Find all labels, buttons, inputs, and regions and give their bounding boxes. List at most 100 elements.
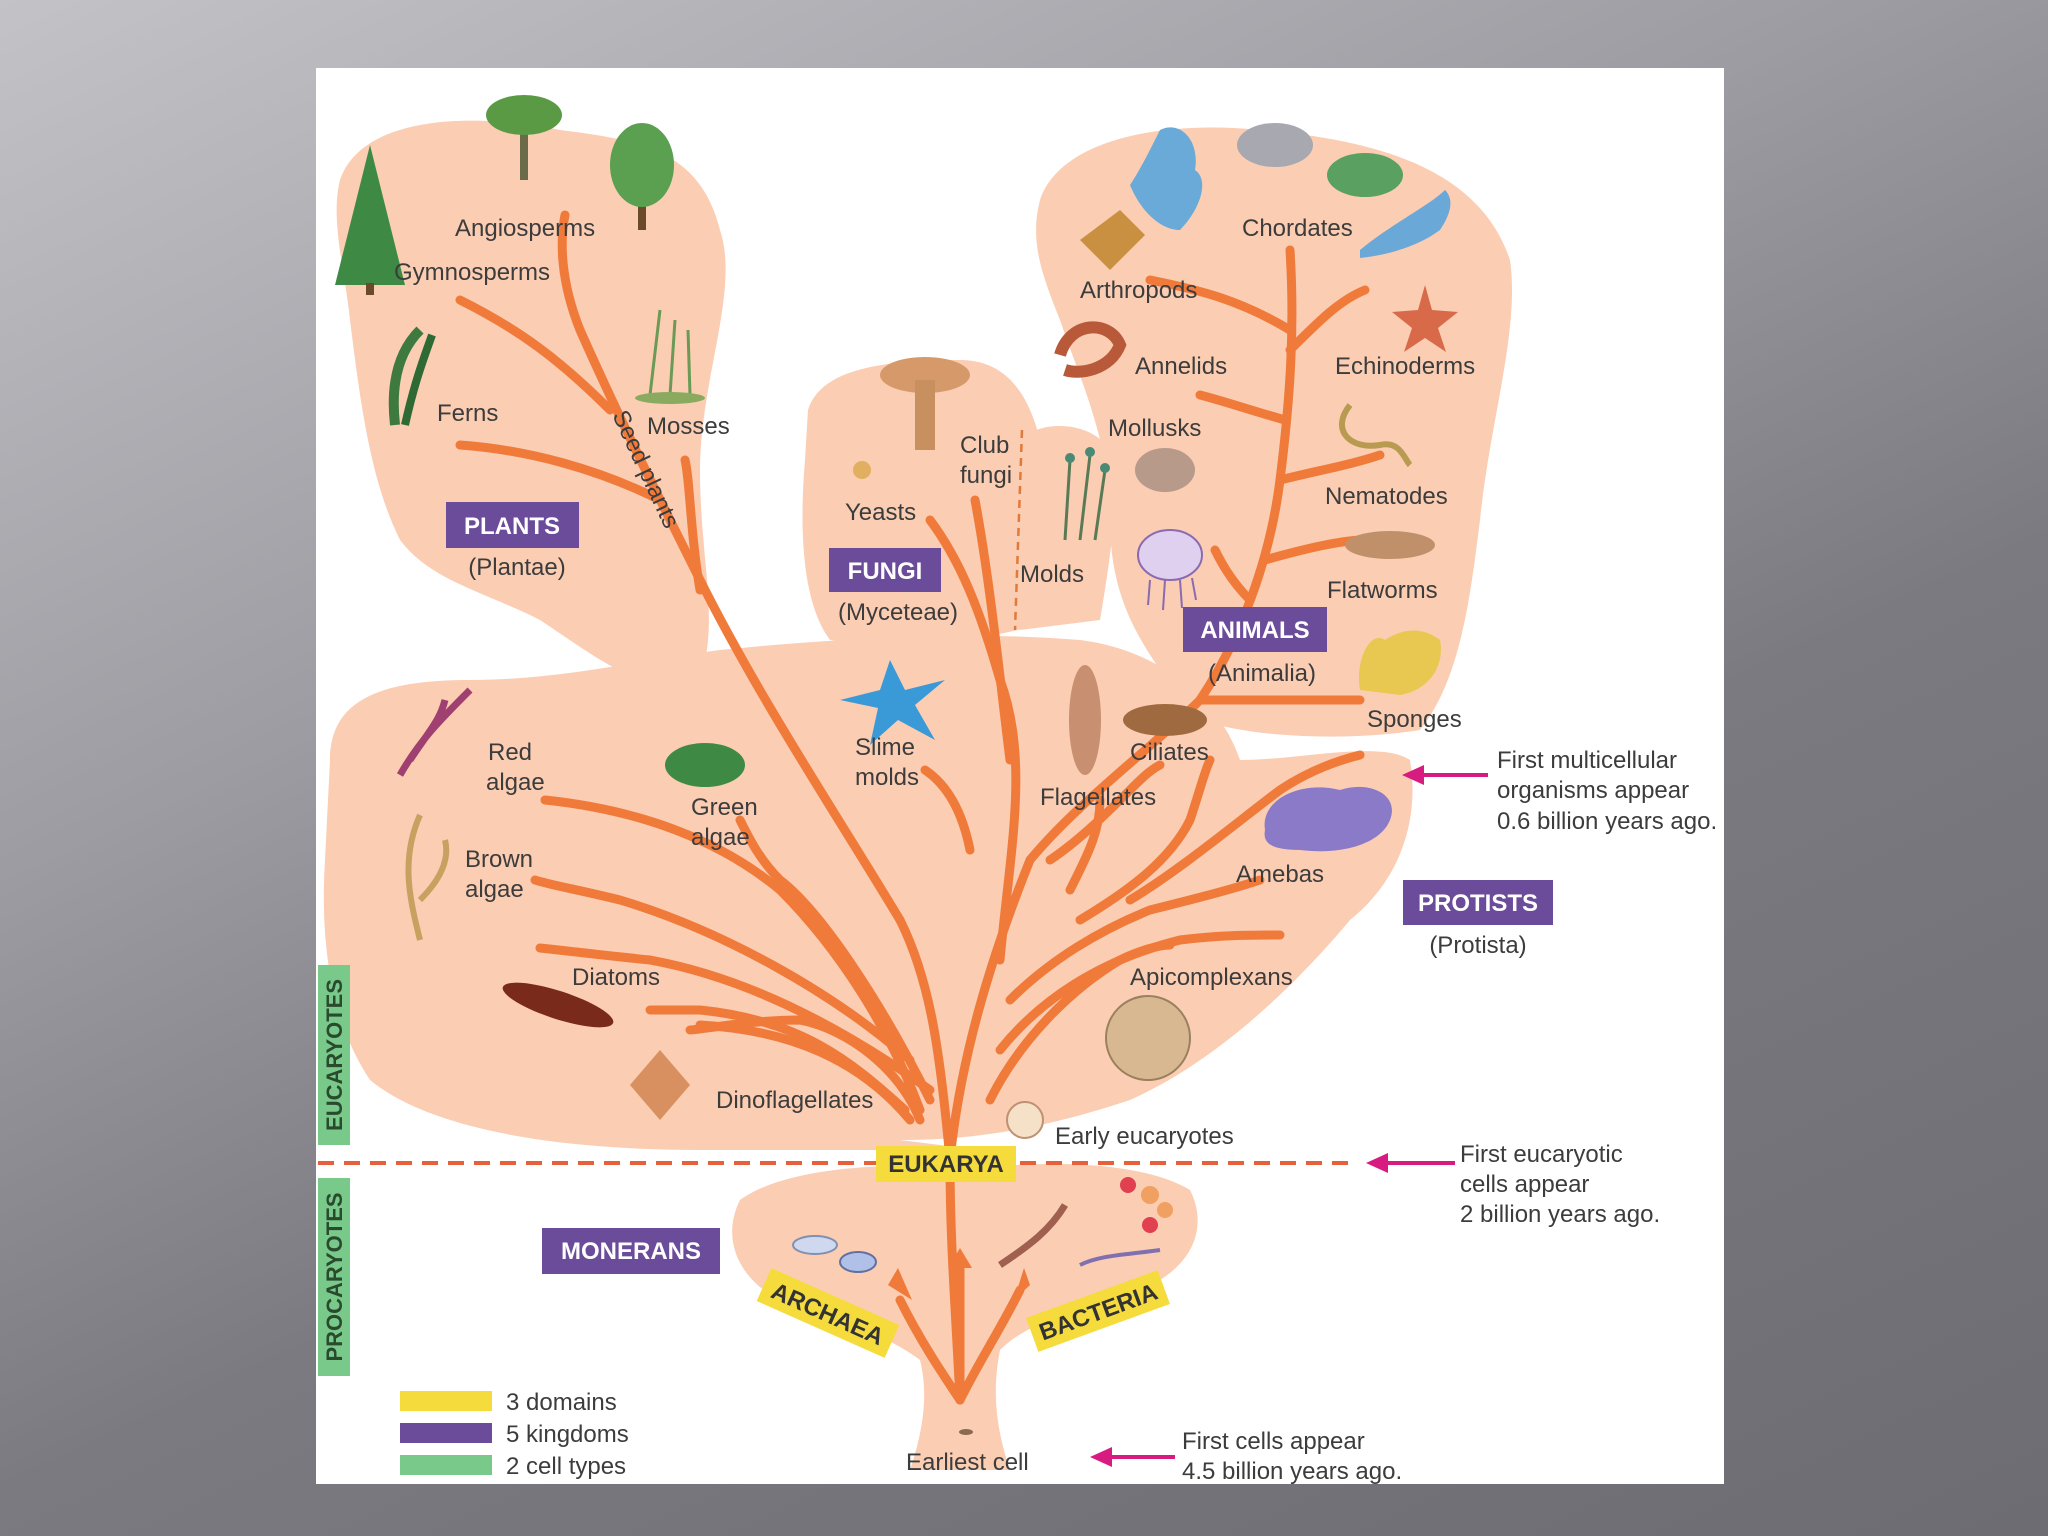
diatom-icon: [502, 982, 614, 1028]
label-mosses: Mosses: [647, 413, 730, 440]
label-earliest-cell: Earliest cell: [906, 1449, 1029, 1476]
label-molds: Molds: [1020, 561, 1084, 588]
svg-text:2 billion years ago.: 2 billion years ago.: [1460, 1201, 1660, 1228]
bacteria-icon: [1120, 1177, 1136, 1193]
svg-text:PROTISTS: PROTISTS: [1418, 890, 1538, 917]
early-eucaryote-icon: [1006, 1101, 1044, 1139]
mouse-icon: [1237, 123, 1313, 167]
label-green-algae: Green: [691, 794, 758, 821]
label-apicomplexans: Apicomplexans: [1130, 964, 1293, 991]
svg-text:4.5 billion years ago.: 4.5 billion years ago.: [1182, 1458, 1402, 1485]
fern-icon: [388, 326, 436, 426]
slime-mold-icon: [840, 660, 945, 745]
monerans-region: [732, 1164, 1198, 1470]
svg-text:MONERANS: MONERANS: [561, 1238, 701, 1265]
svg-text:(Animalia): (Animalia): [1208, 660, 1316, 687]
label-dinoflagellates: Dinoflagellates: [716, 1087, 873, 1114]
label-annelids: Annelids: [1135, 353, 1227, 380]
apicomplexan-icon: [1105, 995, 1191, 1081]
fungi-divider: [1013, 429, 1024, 631]
svg-text:cells appear: cells appear: [1460, 1171, 1589, 1198]
plants-region: [336, 120, 726, 686]
svg-text:algae: algae: [486, 769, 545, 796]
starfish-icon: [1392, 285, 1458, 352]
flatworm-icon: [1345, 531, 1435, 559]
kingdom-plants: PLANTS (Plantae): [446, 502, 579, 581]
event-eucaryotic: First eucaryotic cells appear 2 billion …: [1366, 1141, 1660, 1228]
dinoflagellate-icon: [630, 1050, 690, 1120]
legend-swatch-cell-types: [400, 1455, 492, 1475]
svg-text:First cells appear: First cells appear: [1182, 1428, 1365, 1455]
legend-swatch-kingdoms: [400, 1423, 492, 1443]
kingdom-animals: ANIMALS (Animalia): [1183, 607, 1327, 687]
label-yeasts: Yeasts: [845, 499, 916, 526]
brown-algae-icon: [405, 813, 450, 941]
ciliate-icon: [1123, 704, 1207, 736]
arthropod-icon: [1080, 210, 1145, 270]
red-algae-icon: [396, 687, 473, 777]
svg-text:FUNGI: FUNGI: [848, 558, 923, 585]
label-ferns: Ferns: [437, 400, 498, 427]
bird-icon: [1130, 127, 1203, 230]
event-first-cells: First cells appear 4.5 billion years ago…: [1090, 1428, 1402, 1485]
green-algae-icon: [665, 743, 745, 787]
svg-text:EUKARYA: EUKARYA: [888, 1151, 1004, 1178]
svg-text:(Protista): (Protista): [1429, 932, 1526, 959]
svg-text:fungi: fungi: [960, 462, 1012, 489]
plants-branch: [575, 325, 905, 925]
svg-text:EUCARYOTES: EUCARYOTES: [322, 979, 347, 1131]
label-early-eucaryotes: Early eucaryotes: [1055, 1123, 1234, 1150]
label-amebas: Amebas: [1236, 861, 1324, 888]
domain-eukarya: EUKARYA: [876, 1146, 1016, 1182]
label-flagellates: Flagellates: [1040, 784, 1156, 811]
legend: 3 domains 5 kingdoms 2 cell types: [400, 1389, 629, 1480]
tree-icon: [610, 123, 674, 230]
svg-text:algae: algae: [465, 876, 524, 903]
legend-kingdoms: 5 kingdoms: [506, 1421, 629, 1448]
annelid-icon: [1054, 321, 1127, 378]
label-mollusks: Mollusks: [1108, 415, 1201, 442]
svg-text:algae: algae: [691, 824, 750, 851]
yeast-icon: [853, 461, 871, 479]
legend-swatch-domains: [400, 1391, 492, 1411]
svg-text:organisms appear: organisms appear: [1497, 777, 1689, 804]
jellyfish-icon: [1137, 529, 1203, 611]
kingdom-monerans: MONERANS: [542, 1228, 720, 1274]
moss-icon: [635, 309, 705, 404]
cell-type-eucaryotes: EUCARYOTES: [318, 965, 350, 1145]
archaea-icon: [792, 1235, 838, 1255]
label-chordates: Chordates: [1242, 215, 1353, 242]
snail-icon: [1135, 448, 1195, 492]
svg-text:PROCARYOTES: PROCARYOTES: [322, 1192, 347, 1361]
label-flatworms: Flatworms: [1327, 577, 1438, 604]
svg-text:molds: molds: [855, 764, 919, 791]
conifer-icon: [335, 145, 405, 285]
svg-text:First multicellular: First multicellular: [1497, 747, 1677, 774]
kingdom-fungi: FUNGI (Myceteae): [829, 548, 958, 626]
label-sponges: Sponges: [1367, 706, 1462, 733]
kingdom-protists: PROTISTS (Protista): [1403, 880, 1553, 959]
ameba-icon: [1264, 786, 1392, 852]
label-gymnosperms: Gymnosperms: [394, 259, 550, 286]
label-club-fungi: Club: [960, 432, 1009, 459]
group-labels: Angiosperms Gymnosperms Ferns Mosses See…: [394, 215, 1475, 1476]
mold-icon: [1063, 447, 1110, 541]
label-ciliates: Ciliates: [1130, 739, 1209, 766]
svg-text:(Plantae): (Plantae): [468, 554, 565, 581]
svg-text:ANIMALS: ANIMALS: [1200, 617, 1309, 644]
sponge-icon: [1359, 630, 1441, 695]
frog-icon: [1327, 153, 1403, 197]
svg-text:(Myceteae): (Myceteae): [838, 599, 958, 626]
label-brown-algae: Brown: [465, 846, 533, 873]
label-nematodes: Nematodes: [1325, 483, 1448, 510]
event-multicellular: First multicellular organisms appear 0.6…: [1402, 747, 1717, 835]
svg-text:PLANTS: PLANTS: [464, 513, 560, 540]
svg-text:0.6 billion years ago.: 0.6 billion years ago.: [1497, 808, 1717, 835]
nematode-icon: [1339, 403, 1413, 468]
tree-branches: [455, 210, 1385, 1405]
flagellate-icon: [1069, 665, 1101, 775]
label-red-algae: Red: [488, 739, 532, 766]
legend-domains: 3 domains: [506, 1389, 617, 1416]
label-diatoms: Diatoms: [572, 964, 660, 991]
